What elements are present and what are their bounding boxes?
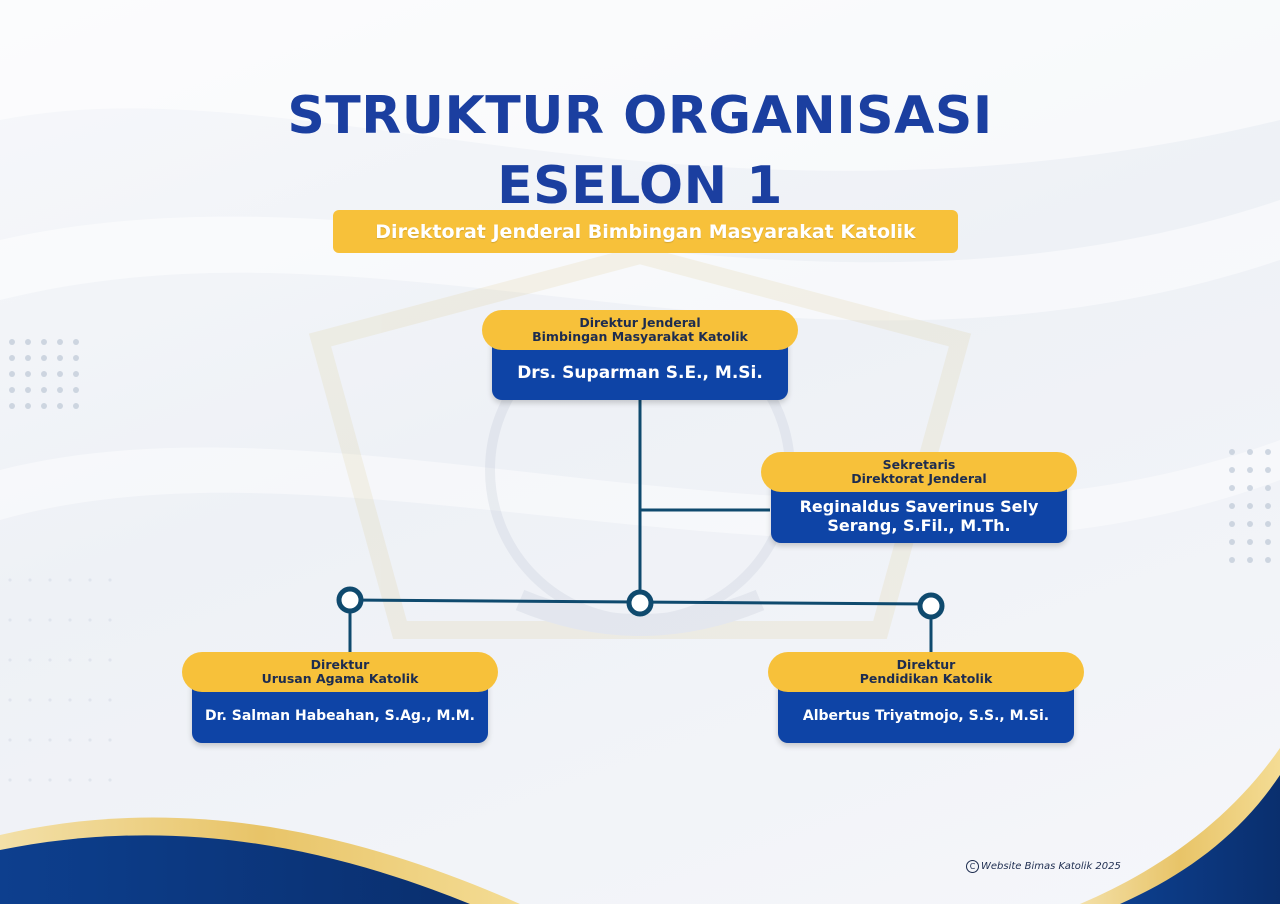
- node-center-circle-icon: [626, 589, 654, 617]
- official-name: Reginaldus Saverinus Sely Serang, S.Fil.…: [771, 482, 1067, 543]
- role-label: Direktur Jenderal Bimbingan Masyarakat K…: [482, 310, 798, 350]
- copyright-icon: C: [966, 860, 979, 873]
- page-title-line1: STRUKTUR ORGANISASI: [287, 86, 993, 146]
- footer-copyright: C Website Bimas Katolik 2025: [966, 860, 1121, 873]
- footer-text: Website Bimas Katolik 2025: [981, 861, 1121, 872]
- node-left-circle-icon: [336, 586, 364, 614]
- card-direktur-pendidikan: Direktur Pendidikan Katolik Albertus Tri…: [768, 652, 1084, 743]
- card-sekretaris: Sekretaris Direktorat Jenderal Reginaldu…: [761, 452, 1077, 543]
- subtitle-banner: Direktorat Jenderal Bimbingan Masyarakat…: [333, 210, 958, 253]
- official-name: Albertus Triyatmojo, S.S., M.Si.: [778, 682, 1074, 743]
- role-label: Direktur Urusan Agama Katolik: [182, 652, 498, 692]
- official-name: Drs. Suparman S.E., M.Si.: [492, 340, 788, 400]
- card-direktur-jenderal: Direktur Jenderal Bimbingan Masyarakat K…: [482, 310, 798, 400]
- card-direktur-urusan-agama: Direktur Urusan Agama Katolik Dr. Salman…: [182, 652, 498, 743]
- official-name: Dr. Salman Habeahan, S.Ag., M.M.: [192, 682, 488, 743]
- role-label: Direktur Pendidikan Katolik: [768, 652, 1084, 692]
- node-right-circle-icon: [917, 592, 945, 620]
- role-label: Sekretaris Direktorat Jenderal: [761, 452, 1077, 492]
- page-title-line2: ESELON 1: [497, 156, 783, 216]
